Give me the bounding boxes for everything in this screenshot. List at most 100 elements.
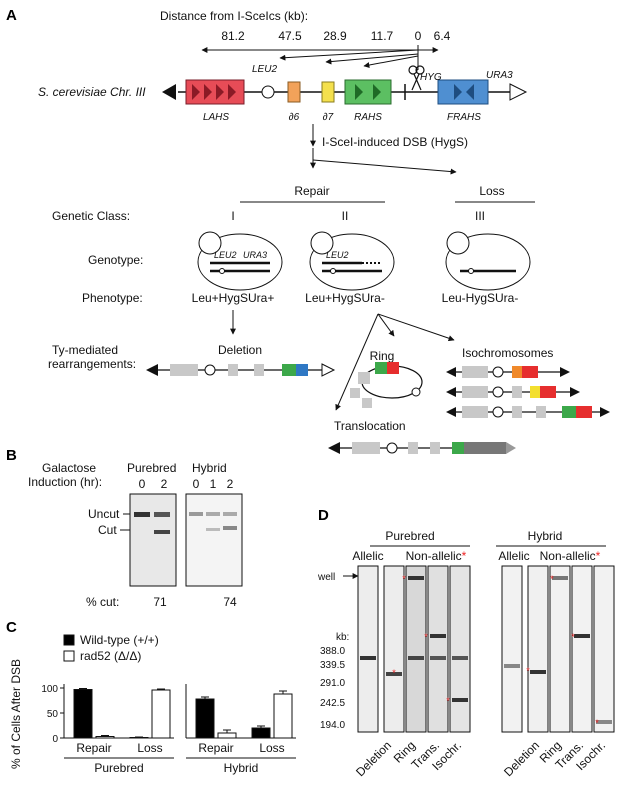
svg-text:*: * — [526, 666, 530, 676]
centromere — [261, 85, 275, 99]
lane-deletion-pb: Deletion — [353, 738, 394, 779]
translocation-title: Translocation — [334, 419, 406, 433]
category-label: Repair — [76, 741, 111, 755]
allelic-pb: Allelic — [352, 549, 383, 563]
translocation-diagram — [328, 442, 516, 454]
legend-label-1: rad52 (Δ/Δ) — [80, 649, 141, 663]
pct-cut-hybrid: 74 — [223, 595, 237, 609]
svg-text:*: * — [595, 718, 599, 728]
cell-class-iii — [445, 231, 531, 291]
isochromosome-diagrams — [446, 366, 610, 418]
distance-47: 47.5 — [278, 29, 302, 43]
class-i: I — [231, 209, 234, 223]
pct-cut-label: % cut: — [86, 595, 119, 609]
left-end-arrow — [162, 84, 176, 100]
cell-i-ura3: URA3 — [243, 250, 267, 260]
dsb-text: I-SceI-induced DSB (HygS) — [322, 135, 468, 149]
panel-label-a: A — [6, 7, 17, 24]
ring-diagram — [350, 362, 423, 408]
d6-block — [287, 81, 301, 103]
lahs-label: LAHS — [203, 112, 229, 123]
pb-time-2: 2 — [161, 477, 168, 491]
svg-text:*: * — [571, 632, 575, 642]
hy-time-1: 1 — [210, 477, 217, 491]
allelic-hy: Allelic — [498, 549, 529, 563]
rahs-block — [344, 79, 392, 105]
d7-label: ∂7 — [323, 112, 334, 123]
panel-label-d: D — [318, 507, 329, 524]
size-242: 242.5 — [320, 698, 345, 709]
group-label-0: Purebred — [94, 761, 143, 775]
hybrid-title-d: Hybrid — [528, 529, 563, 543]
distance-11: 11.7 — [371, 29, 394, 43]
bar-hybrid-loss-1 — [273, 693, 293, 739]
category-label: Repair — [198, 741, 233, 755]
class-ii: II — [342, 209, 349, 223]
leu2-label: LEU2 — [252, 64, 277, 75]
southern-blot-hybrid — [185, 493, 243, 587]
deletion-diagram — [146, 363, 336, 377]
bar-purebred-repair-1 — [95, 736, 115, 739]
size-339: 339.5 — [320, 660, 345, 671]
rahs-label: RAHS — [354, 112, 382, 123]
hybrid-title-b: Hybrid — [192, 461, 227, 475]
genetic-class-label: Genetic Class: — [52, 209, 130, 223]
ty-label-1: Ty-mediated — [52, 343, 118, 357]
non-allelic-hy: Non-allelic* — [540, 549, 601, 563]
chromosome-label: S. cerevisiae Chr. III — [38, 85, 146, 99]
distance-6: 6.4 — [434, 29, 451, 43]
y-axis-label: % of Cells After DSB — [9, 659, 23, 769]
bar-hybrid-loss-0 — [251, 727, 271, 739]
legend-swatch-0 — [63, 634, 75, 646]
size-194: 194.0 — [320, 720, 345, 731]
cell-class-ii — [309, 231, 395, 291]
category-label: Loss — [259, 741, 284, 755]
class-ii-arrows — [335, 313, 455, 411]
panel-label-c: C — [6, 619, 17, 636]
uncut-label: Uncut — [88, 507, 120, 521]
phenotype-ii: Leu+HygSUra- — [305, 291, 385, 305]
deletion-title: Deletion — [218, 343, 262, 357]
bar-purebred-repair-0 — [73, 689, 93, 739]
bar-hybrid-repair-1 — [217, 732, 237, 739]
kb-label: kb: — [336, 632, 349, 643]
hy-time-0: 0 — [193, 477, 200, 491]
legend-swatch-1 — [63, 650, 75, 662]
group-label-1: Hybrid — [224, 761, 259, 775]
right-end-arrow — [509, 83, 528, 101]
cell-i-leu2: LEU2 — [214, 250, 237, 260]
ty-label-2: rearrangements: — [48, 357, 136, 371]
size-291: 291.0 — [320, 678, 345, 689]
ring-title: Ring — [370, 349, 395, 363]
panel-label-b: B — [6, 447, 17, 464]
cell-class-i — [197, 231, 283, 291]
y-tick-label: 0 — [52, 734, 58, 745]
pfge-lane-labels: Deletion Ring Trans. Isochr. Deletion Ri… — [353, 738, 608, 779]
cut-label: Cut — [98, 523, 117, 537]
isochromosomes-title: Isochromosomes — [462, 346, 553, 360]
size-388: 388.0 — [320, 646, 345, 657]
loss-label: Loss — [479, 184, 504, 198]
legend-label-0: Wild-type (+/+) — [80, 633, 159, 647]
bar-chart: % of Cells After DSB Wild-type (+/+) rad52… — [9, 633, 296, 775]
d7-block — [321, 81, 335, 103]
induction-label-2: Induction (hr): — [28, 475, 102, 489]
frahs-block — [437, 79, 489, 105]
lane-deletion-hy: Deletion — [501, 738, 542, 779]
southern-blot-purebred — [129, 493, 177, 587]
class-iii: III — [475, 209, 485, 223]
cell-ii-leu2: LEU2 — [326, 250, 349, 260]
bar-purebred-loss-0 — [129, 737, 149, 739]
distance-values: 81.2 47.5 28.9 11.7 0 6.4 — [221, 29, 450, 43]
d6-label: ∂6 — [289, 112, 300, 123]
phenotype-iii: Leu-HygSUra- — [442, 291, 519, 305]
phenotype-i: Leu+HygSUra+ — [192, 291, 275, 305]
purebred-title-d: Purebred — [385, 529, 434, 543]
branch-arrows — [240, 148, 535, 203]
y-tick-label: 100 — [41, 684, 58, 695]
bar-hybrid-repair-0 — [195, 698, 215, 739]
frahs-label: FRAHS — [447, 112, 481, 123]
genotype-label: Genotype: — [88, 253, 143, 267]
induction-label-1: Galactose — [42, 461, 96, 475]
